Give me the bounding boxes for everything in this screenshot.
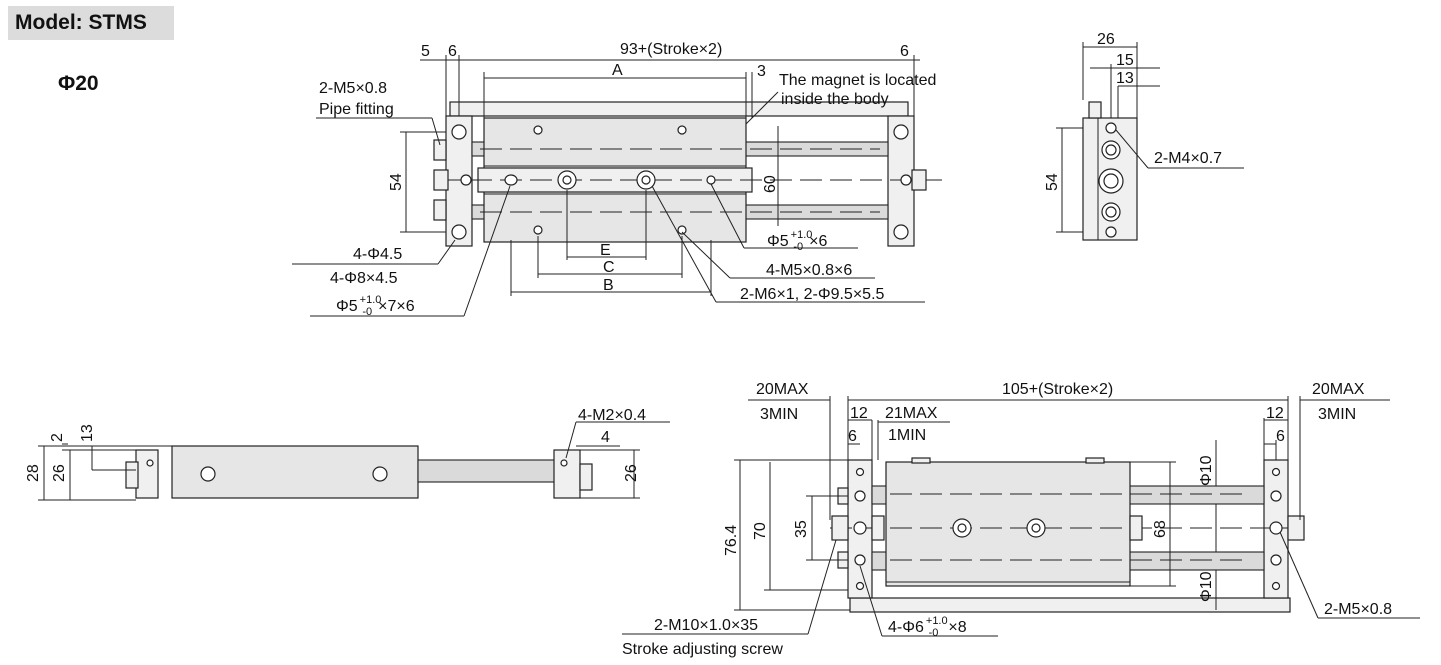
bottom-adjust-screw-right	[1287, 515, 1305, 541]
max-left: 20MAX	[756, 381, 809, 398]
pipe-thread-label: 2-M5×0.8	[319, 80, 387, 97]
dim-13-front: 13	[79, 424, 96, 442]
dim-6-bottom-right: 6	[1276, 428, 1285, 445]
dim-76-4: 76.4	[723, 525, 740, 556]
pipe-fitting-label: Pipe fitting	[319, 101, 394, 118]
screw-thread-label: 2-M10×1.0×35	[654, 617, 758, 634]
front-thread-label: 4-M2×0.4	[578, 407, 646, 424]
front-rod	[417, 459, 557, 483]
min-right: 3MIN	[1318, 406, 1356, 423]
top-view: 5 6 93+(Stroke×2) 6 A 3 The magnet is lo…	[292, 41, 945, 318]
bottom-adjust-screw-left	[831, 515, 849, 541]
dim-13: 13	[1116, 70, 1134, 87]
bottom-hole-label: 4-Φ6+1.0-0×8	[888, 615, 967, 639]
hole-label-a: 4-Φ4.5	[353, 246, 402, 263]
bottom-view: 20MAX 3MIN 12 6 21MAX 1MIN 105+(Stroke×2…	[622, 381, 1420, 658]
bore-size-label: Φ20	[58, 72, 99, 95]
dim-28: 28	[25, 464, 42, 482]
dim-6-bottom-left: 6	[848, 428, 857, 445]
dim-c: C	[603, 259, 615, 276]
dim-15: 15	[1116, 52, 1134, 69]
dim-6-left: 6	[448, 43, 457, 60]
max-right: 20MAX	[1312, 381, 1365, 398]
dim-54: 54	[388, 173, 405, 191]
rail-profile	[1088, 101, 1102, 119]
dim-2: 2	[49, 433, 66, 442]
dim-26-left: 26	[51, 464, 68, 482]
dim-a: A	[612, 62, 623, 79]
dim-26-right: 26	[623, 464, 640, 482]
pipe-fitting-lower	[433, 199, 447, 221]
magnet-note-2: inside the body	[781, 91, 889, 108]
dim-12-left: 12	[850, 405, 868, 422]
side-view: 26 15 13 54 2-M4×0.7	[1044, 31, 1244, 241]
dim-12-right: 12	[1266, 405, 1284, 422]
dim-4: 4	[601, 429, 610, 446]
min-mid: 1MIN	[888, 427, 926, 444]
dim-3: 3	[757, 63, 766, 80]
front-right-plate	[553, 449, 581, 499]
dim-b: B	[603, 277, 614, 294]
hole-label-b: 4-Φ8×4.5	[330, 270, 398, 287]
dim-26: 26	[1097, 31, 1115, 48]
dim-60: 60	[762, 175, 779, 193]
adjust-screw-right	[911, 169, 927, 191]
pin-right-label: Φ5+1.0-0×6	[767, 229, 828, 253]
adjust-screw-left	[433, 169, 449, 191]
dim-70: 70	[752, 522, 769, 540]
pin-left-label: Φ5+1.0-0×7×6	[336, 294, 415, 318]
dim-35: 35	[793, 520, 810, 538]
dim-total-bottom: 105+(Stroke×2)	[1002, 381, 1113, 398]
front-view: 2 13 28 26 26 4-M2×0.4 4	[25, 407, 670, 501]
max-mid: 21MAX	[885, 405, 938, 422]
dim-e: E	[600, 242, 611, 259]
dim-68: 68	[1152, 520, 1169, 538]
top-rail	[449, 101, 909, 117]
min-left: 3MIN	[760, 406, 798, 423]
screw-note-label: Stroke adjusting screw	[622, 641, 783, 658]
phi-bottom: Φ10	[1198, 571, 1215, 602]
side-thread-label: 2-M4×0.7	[1154, 150, 1222, 167]
phi-top: Φ10	[1198, 455, 1215, 486]
model-title: Model: STMS	[8, 6, 174, 40]
dim-5: 5	[421, 43, 430, 60]
bottom-body	[885, 461, 1131, 587]
front-left-plate	[135, 449, 159, 499]
magnet-note: The magnet is located	[779, 72, 936, 89]
thread-label-b: 4-M5×0.8×6	[766, 262, 852, 279]
dim-54-side: 54	[1044, 173, 1061, 191]
thread-label-c: 2-M6×1, 2-Φ9.5×5.5	[740, 286, 885, 303]
bottom-rail	[849, 597, 1291, 613]
dim-total-length: 93+(Stroke×2)	[620, 41, 722, 58]
pipe-fitting-upper	[433, 139, 447, 161]
dim-6-right: 6	[900, 43, 909, 60]
port-thread-label: 2-M5×0.8	[1324, 601, 1392, 618]
